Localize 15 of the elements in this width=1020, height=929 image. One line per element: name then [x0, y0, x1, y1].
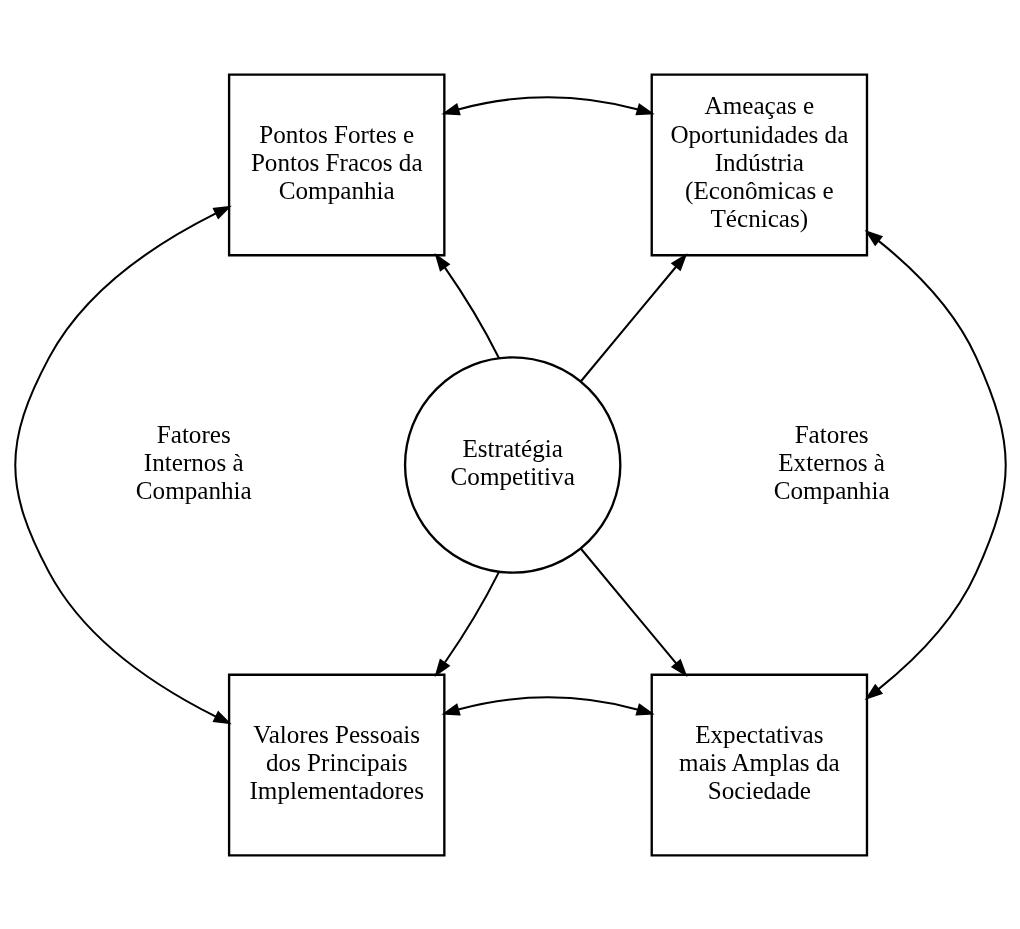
- arrow: [579, 252, 687, 382]
- arrow: [434, 571, 500, 677]
- arrow: [440, 695, 655, 715]
- arrow: [579, 547, 687, 677]
- node-box: Valores Pessoais dos Principais Implementadores: [227, 673, 446, 857]
- arrow: [13, 205, 232, 724]
- label: Fatores Externos à Companhia: [773, 420, 890, 504]
- node-box: Ameaças e Oportunidades da Indústria (Econômicas e Técnicas): [650, 72, 868, 256]
- arrow: [440, 95, 655, 115]
- node-box: Pontos Fortes e Pontos Fracos da Companhia: [227, 72, 446, 256]
- node-box: Expectativas mais Amplas da Sociedade: [650, 673, 868, 857]
- arrow: [864, 229, 1007, 700]
- node-circle: Estratégia Competitiva: [403, 355, 621, 574]
- arrow: [434, 252, 500, 359]
- label: Fatores Internos à Companhia: [135, 420, 252, 504]
